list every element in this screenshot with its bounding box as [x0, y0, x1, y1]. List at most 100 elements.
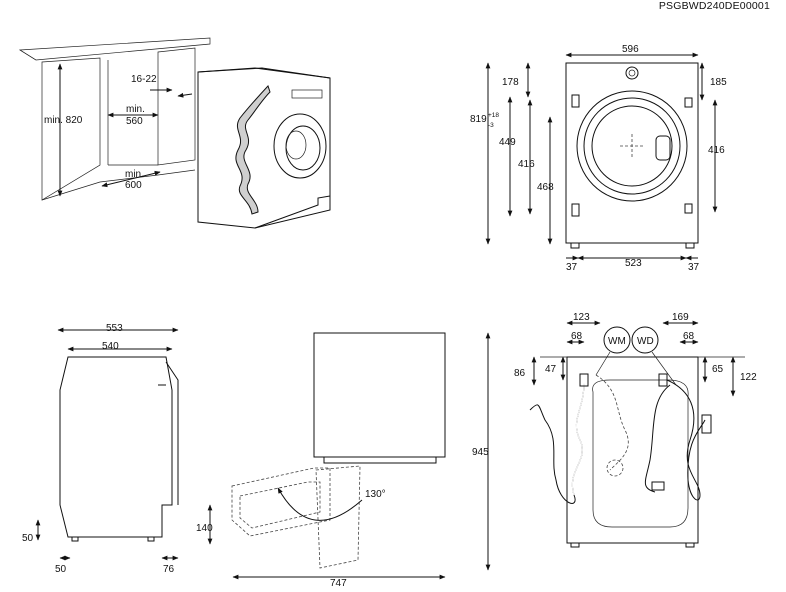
label-68-right: 68	[683, 331, 695, 342]
knob-inner	[628, 69, 636, 77]
door-rim	[583, 97, 681, 195]
front-view: 596 178 185 819 +18 -3 449 416 468 416 3…	[470, 44, 727, 273]
hinge-top-right	[684, 97, 693, 108]
label-122: 122	[740, 372, 757, 383]
left-hose	[529, 382, 585, 504]
label-819-tol-minus: -3	[488, 122, 494, 129]
door-handle	[655, 135, 671, 161]
wd-leader	[651, 351, 677, 386]
door-outer	[273, 113, 327, 179]
label-123: 123	[573, 312, 590, 323]
countertop	[18, 37, 211, 61]
label-819: 819	[470, 114, 487, 125]
right-outlet	[658, 373, 668, 387]
gap-dim-line-2	[177, 92, 193, 98]
label-523: 523	[625, 258, 642, 269]
opening-arc	[277, 487, 363, 521]
countertop-edge	[19, 49, 37, 61]
label-68-left: 68	[571, 331, 583, 342]
side-view: 553 540 50 140 50 76	[22, 323, 213, 575]
width-label-2: 560	[126, 116, 143, 127]
door-glass	[285, 130, 307, 160]
label-819-tol-plus: +18	[488, 112, 499, 119]
side-foot-left	[71, 536, 79, 542]
drain-coil	[606, 459, 624, 477]
label-747: 747	[330, 578, 347, 587]
wd-badge	[631, 326, 659, 354]
label-945: 945	[472, 447, 489, 458]
depth-label-1: min.	[125, 169, 144, 180]
side-body	[59, 356, 173, 538]
rear-foot-right	[685, 542, 695, 548]
side-foot-right	[147, 536, 155, 542]
drain-cable-dashed	[595, 374, 629, 471]
open-door-inner	[239, 481, 321, 529]
door-opening-view: 130° 945 747	[231, 332, 491, 589]
label-596: 596	[622, 44, 639, 55]
niche-height-label: min. 820	[44, 115, 83, 126]
label-416-left: 416	[518, 159, 535, 170]
wd-label: WD	[637, 336, 654, 347]
knob	[625, 66, 639, 80]
label-86: 86	[514, 368, 526, 379]
label-140: 140	[196, 523, 213, 534]
left-hose-inner	[571, 382, 585, 496]
label-47: 47	[545, 364, 557, 375]
rear-foot-left	[570, 542, 580, 548]
hinge-bottom-right	[684, 203, 693, 214]
right-cabinet	[157, 47, 196, 166]
torn-panel	[235, 85, 271, 215]
depth-dim-line	[101, 170, 161, 188]
appliance-base	[254, 195, 331, 229]
foot-right	[685, 242, 695, 249]
label-37-left: 37	[566, 262, 578, 273]
appliance-top-view	[313, 332, 446, 458]
label-468: 468	[537, 182, 554, 193]
depth-label-2: 600	[125, 180, 142, 191]
wm-badge	[603, 326, 631, 354]
label-65: 65	[712, 364, 724, 375]
label-540: 540	[102, 341, 119, 352]
right-connector	[701, 414, 712, 434]
rear-view: WM WD 123 68 169 68	[514, 312, 757, 548]
wm-leader	[595, 351, 611, 376]
open-door-edge	[323, 456, 437, 464]
right-hose	[666, 379, 706, 501]
label-169: 169	[672, 312, 689, 323]
open-door-side	[315, 465, 361, 569]
gap-label: 16-22	[131, 74, 157, 85]
side-door	[165, 361, 179, 505]
rear-body	[566, 356, 699, 544]
label-50-h: 50	[55, 564, 67, 575]
control-panel	[291, 89, 323, 99]
appliance-perspective	[197, 67, 331, 229]
floor-line	[41, 169, 196, 201]
label-449: 449	[499, 137, 516, 148]
open-door-outline	[231, 467, 331, 537]
document-code: PSGBWD240DE00001	[658, 0, 770, 12]
left-outlet	[579, 373, 589, 387]
door-ring	[576, 90, 688, 202]
hinge-bottom-left	[571, 203, 580, 217]
label-416-right: 416	[708, 145, 725, 156]
label-178: 178	[502, 77, 519, 88]
door-glass-front	[591, 105, 673, 187]
power-plug	[651, 481, 665, 491]
wm-label: WM	[608, 336, 626, 347]
width-label-1: min.	[126, 104, 145, 115]
foot-left	[570, 242, 580, 249]
appliance-top	[197, 67, 331, 79]
label-50-v: 50	[22, 533, 34, 544]
label-37-right: 37	[688, 262, 700, 273]
label-553: 553	[106, 323, 123, 334]
front-body	[565, 62, 699, 244]
hinge-top-left	[571, 94, 580, 108]
label-185: 185	[710, 77, 727, 88]
label-130: 130°	[365, 489, 386, 500]
rear-panel	[592, 379, 689, 528]
power-cable	[644, 384, 671, 493]
label-76: 76	[163, 564, 175, 575]
left-cabinet	[41, 57, 101, 201]
